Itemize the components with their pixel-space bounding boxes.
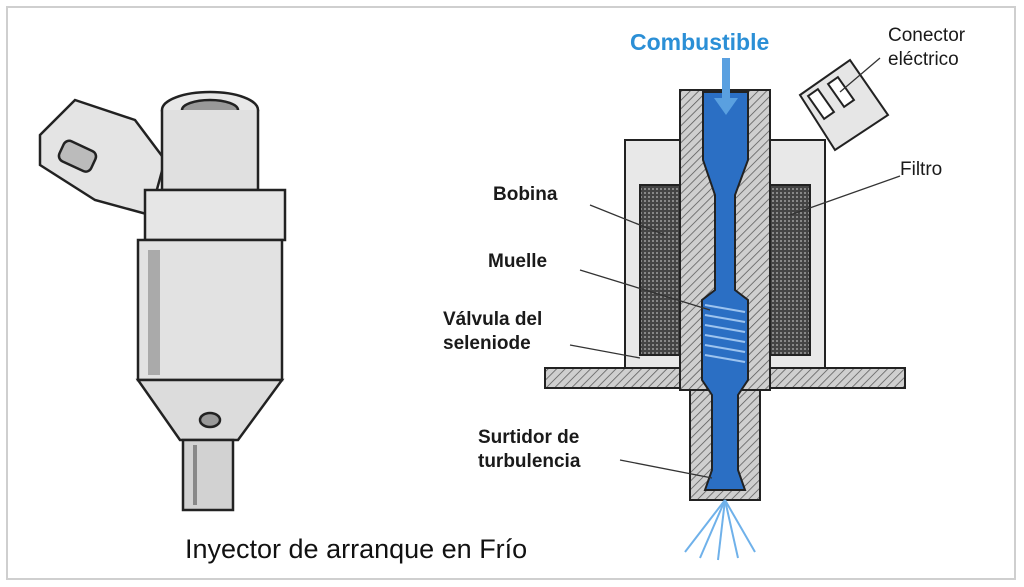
image-frame	[6, 6, 1016, 580]
injector-external-view	[38, 90, 287, 512]
label-connector: Conector eléctrico	[888, 24, 965, 72]
injector-cross-section	[544, 58, 906, 561]
label-valve-line1: Válvula del	[443, 309, 543, 330]
label-nozzle-line1: Surtidor de	[478, 427, 580, 448]
label-valve-line2: seleniode	[443, 333, 531, 354]
spray	[684, 499, 756, 561]
label-connector-line2: eléctrico	[888, 49, 959, 70]
label-nozzle: Surtidor de turbulencia	[478, 426, 580, 474]
caption: Inyector de arranque en Frío	[185, 534, 528, 564]
fuel-arrow-icon	[714, 58, 738, 115]
label-connector-line1: Conector	[888, 25, 966, 46]
leader-lines	[569, 57, 901, 479]
label-fuel: Combustible	[630, 29, 770, 55]
label-spring: Muelle	[488, 251, 548, 272]
label-filter: Filtro	[900, 159, 943, 180]
label-valve: Válvula del seleniode	[443, 308, 542, 356]
label-coil: Bobina	[493, 184, 558, 205]
label-nozzle-line2: turbulencia	[478, 451, 581, 472]
spring	[704, 304, 746, 363]
